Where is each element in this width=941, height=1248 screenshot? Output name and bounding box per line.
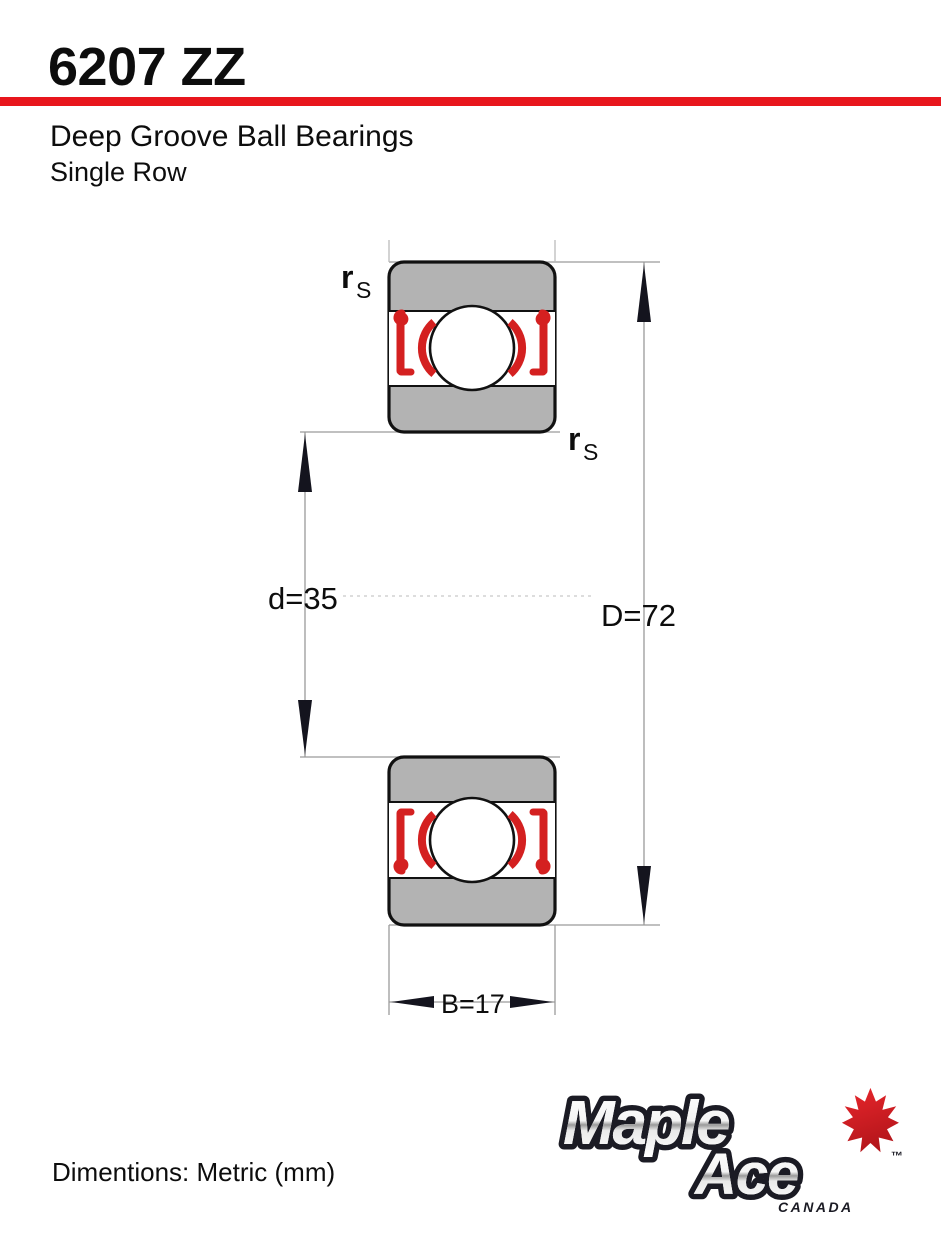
chamfer-label-top-base: r: [341, 259, 353, 295]
logo-word-ace: Ace Ace: [688, 1137, 805, 1213]
svg-text:Maple: Maple: [563, 1089, 729, 1158]
product-row-label: Single Row: [50, 157, 187, 187]
bore-dimension-label: d=35: [268, 581, 338, 616]
chamfer-label-top-sub: S: [356, 277, 371, 303]
brand-logo: Maple Maple Ace Ace CANADA ™: [558, 1084, 904, 1216]
maple-leaf-icon: [841, 1087, 899, 1153]
page-title: 6207 ZZ: [48, 37, 246, 97]
bearing-cross-section-lower: [387, 755, 557, 927]
logo-word-maple: Maple Maple: [558, 1084, 737, 1164]
width-dimension-label: B=17: [441, 989, 505, 1019]
chamfer-label-right-sub: S: [583, 439, 598, 465]
product-type-label: Deep Groove Ball Bearings: [50, 120, 414, 153]
outer-diameter-dimension-label: D=72: [601, 598, 676, 633]
logo-country-label: CANADA: [778, 1199, 854, 1215]
chamfer-label-right-base: r: [568, 421, 580, 457]
svg-text:Maple: Maple: [563, 1089, 729, 1158]
units-note: Dimentions: Metric (mm): [52, 1157, 336, 1187]
trademark-symbol: ™: [891, 1149, 903, 1163]
svg-text:Ace: Ace: [693, 1142, 798, 1207]
bearing-cross-section-upper: [387, 260, 557, 434]
dimension-arrows: [298, 264, 651, 1008]
header-divider: [0, 97, 941, 106]
dimension-labels: r S r S d=35 D=72 B=17: [268, 259, 676, 1019]
svg-text:Ace: Ace: [693, 1142, 798, 1207]
